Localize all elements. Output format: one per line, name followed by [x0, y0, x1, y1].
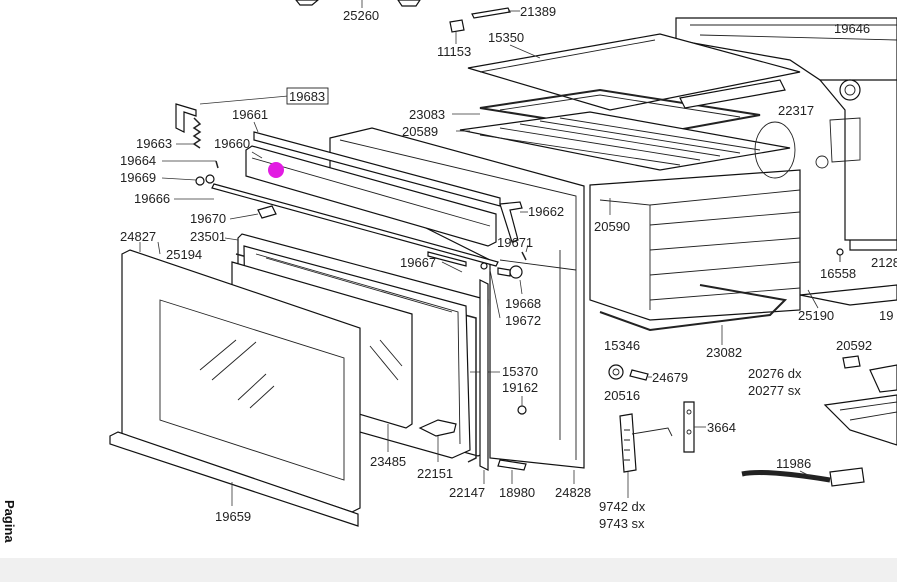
label-9743: 9743 sx [599, 516, 645, 531]
label-24679: 24679 [652, 370, 688, 385]
side-racks [823, 364, 897, 446]
label-19664: 19664 [120, 153, 156, 168]
part-19668 [497, 265, 523, 295]
label-19-cutoff: 19 [879, 308, 893, 323]
label-24828: 24828 [555, 485, 591, 500]
oven-racks [589, 121, 801, 321]
label-20589: 20589 [402, 124, 438, 139]
label-19646: 19646 [834, 21, 870, 36]
part-19162 [517, 396, 527, 415]
label-23485: 23485 [370, 454, 406, 469]
bottom-bar [0, 558, 897, 582]
label-19162: 19162 [502, 380, 538, 395]
label-20590: 20590 [594, 219, 630, 234]
label-19660: 19660 [214, 136, 250, 151]
part-19670 [229, 205, 277, 220]
label-23501: 23501 [190, 229, 226, 244]
part-19666-rod [174, 183, 499, 267]
part-19661-bar [253, 121, 501, 207]
part-20589 [456, 111, 791, 171]
label-22317: 22317 [778, 103, 814, 118]
part-20516 [608, 364, 624, 380]
part-19662 [499, 201, 528, 243]
label-19662: 19662 [528, 204, 564, 219]
part-19667 [427, 251, 467, 273]
label-3664: 3664 [707, 420, 736, 435]
leader-24827 [157, 241, 161, 255]
part-19660-profile [245, 145, 497, 247]
label-24827: 24827 [120, 229, 156, 244]
part-3664 [683, 401, 706, 453]
label-19668: 19668 [505, 296, 541, 311]
label-20592: 20592 [836, 338, 872, 353]
label-22151: 22151 [417, 466, 453, 481]
label-19671: 19671 [497, 235, 533, 250]
part-21389 [471, 7, 520, 19]
part-24679 [629, 369, 652, 381]
part-20592 [842, 355, 861, 369]
label-23083: 23083 [409, 107, 445, 122]
label-19669: 19669 [120, 170, 156, 185]
label-19670: 19670 [190, 211, 226, 226]
part-19672 [480, 262, 501, 319]
part-11986 [741, 467, 865, 487]
label-9742: 9742 dx [599, 499, 646, 514]
label-19667: 19667 [400, 255, 436, 270]
label-20276: 20276 dx [748, 366, 802, 381]
part-23082 [599, 284, 788, 345]
part-19659-trim [109, 431, 359, 527]
part-25190 [799, 284, 897, 309]
label-25260: 25260 [343, 8, 379, 23]
label-22147: 22147 [449, 485, 485, 500]
label-25194: 25194 [166, 247, 202, 262]
label-15350: 15350 [488, 30, 524, 45]
side-caption: Pagina [2, 500, 17, 543]
part-25260 [295, 0, 421, 8]
label-23082: 23082 [706, 345, 742, 360]
part-22147 [479, 279, 489, 484]
label-19659: 19659 [215, 509, 251, 524]
label-19672: 19672 [505, 313, 541, 328]
label-16558: 16558 [820, 266, 856, 281]
part-22151 [418, 419, 457, 462]
label-19661: 19661 [232, 107, 268, 122]
label-box-19683 [286, 87, 329, 105]
part-19664 [162, 160, 219, 169]
label-21389: 21389 [520, 4, 556, 19]
part-11153 [449, 19, 465, 44]
label-15346: 15346 [604, 338, 640, 353]
label-20277: 20277 sx [748, 383, 801, 398]
label-19683: 19683 [289, 89, 325, 104]
label-19663: 19663 [136, 136, 172, 151]
part-18980 [497, 459, 527, 484]
label-25190: 25190 [798, 308, 834, 323]
label-11986: 11986 [776, 456, 811, 471]
part-19671 [521, 244, 529, 261]
position-marker [268, 162, 284, 178]
part-19663-spring [176, 117, 202, 149]
label-20516: 20516 [604, 388, 640, 403]
part-16558 [836, 248, 844, 262]
label-15370: 15370 [502, 364, 538, 379]
label-11153: 11153 [437, 44, 471, 59]
part-19683 [175, 95, 289, 133]
part-9742-hinge [619, 413, 673, 498]
label-2128: 2128 [871, 255, 897, 270]
label-19666: 19666 [134, 191, 170, 206]
label-18980: 18980 [499, 485, 535, 500]
part-19669 [161, 174, 215, 186]
